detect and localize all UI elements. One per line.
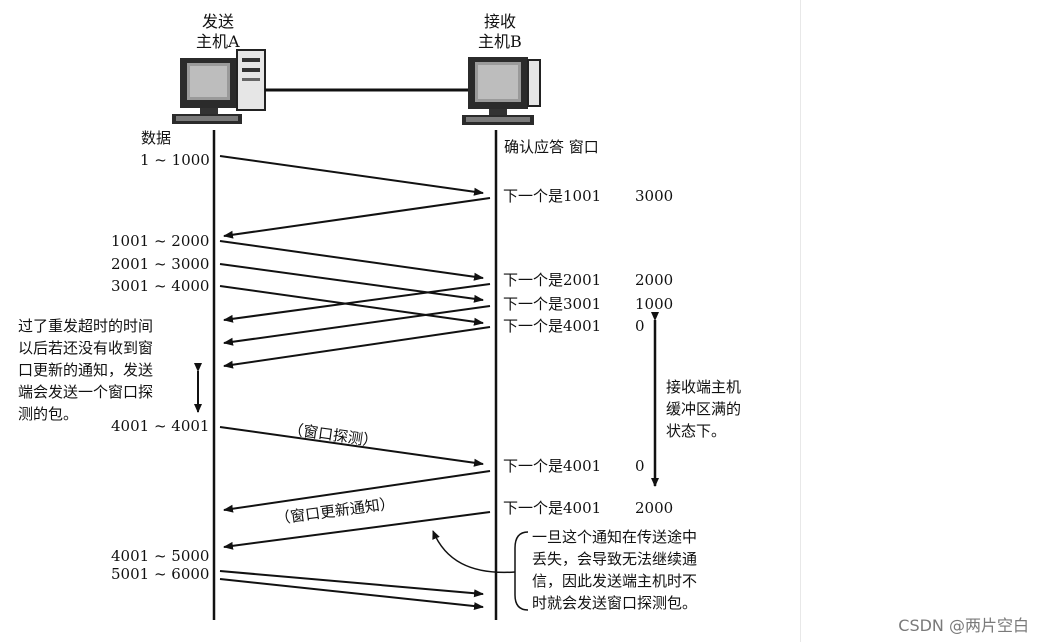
ack-next-label: 下一个是4001 (503, 317, 602, 335)
timeout-probe-note: 过了重发超时的时间 以后若还没有收到窗 口更新的通知，发送 端会发送一个窗口探 … (18, 317, 154, 423)
ack-next-label: 下一个是1001 (503, 187, 602, 205)
ack-window-label: 0 (635, 317, 645, 335)
receiver-computer-icon (462, 57, 541, 125)
segment-range-label: 5001 ~ 6000 (111, 565, 210, 583)
watermark: CSDN @两片空白 (898, 616, 1029, 635)
ack-window-label: 2000 (635, 271, 674, 289)
receiver-host-title-2: 主机B (478, 32, 522, 51)
segment-arrow-6 (219, 578, 484, 611)
ack-window-label: 1000 (635, 295, 674, 313)
note-pointer-curve (432, 530, 516, 574)
ack-arrow-4 (223, 326, 491, 369)
segment-arrow-2 (219, 240, 484, 281)
ack-next-label: 下一个是3001 (503, 295, 602, 313)
segment-range-label: 3001 ~ 4000 (111, 277, 210, 295)
ack-arrow-5 (223, 470, 491, 513)
segment-range-label: 4001 ~ 5000 (111, 547, 210, 565)
ack-window-label: 0 (635, 457, 645, 475)
segment-arrow-3 (219, 263, 484, 303)
ack-arrow-1 (223, 197, 491, 239)
panel-divider (800, 0, 801, 642)
segment-range-label: 2001 ~ 3000 (111, 255, 210, 273)
lost-update-note: 一旦这个通知在传送途中 丢失，会导致无法继续通 信，因此发送端主机时不 时就会发… (532, 528, 698, 612)
receiver-buffer-full-note: 接收端主机 缓冲区满的 状态下。 (666, 378, 742, 440)
segment-range-label: 1001 ~ 2000 (111, 232, 210, 250)
segment-range-label: 1 ~ 1000 (140, 151, 210, 169)
ack-arrow-2 (223, 283, 491, 323)
sender-host-title-1: 发送 (202, 12, 235, 31)
ack-arrow-3 (223, 305, 491, 346)
ack-window-label: 3000 (635, 187, 674, 205)
segment-arrow-1 (219, 155, 484, 196)
sender-host-title-2: 主机A (196, 32, 240, 51)
window-update-arrow (223, 511, 491, 550)
receiver-host-title-1: 接收 (484, 12, 517, 31)
ack-window-column-header: 确认应答 窗口 (504, 138, 599, 156)
ack-next-label: 下一个是2001 (503, 271, 602, 289)
ack-next-label: 下一个是4001 (503, 499, 602, 517)
segment-range-label: 4001 ~ 4001 (111, 417, 210, 435)
data-column-header: 数据 (141, 129, 172, 147)
sender-computer-icon (172, 49, 266, 124)
note-bracket (514, 531, 529, 611)
ack-window-label: 2000 (635, 499, 674, 517)
window-probe-arrow (219, 426, 484, 467)
segment-arrow-4 (219, 285, 484, 326)
segment-arrow-5 (219, 570, 484, 598)
ack-next-label: 下一个是4001 (503, 457, 602, 475)
